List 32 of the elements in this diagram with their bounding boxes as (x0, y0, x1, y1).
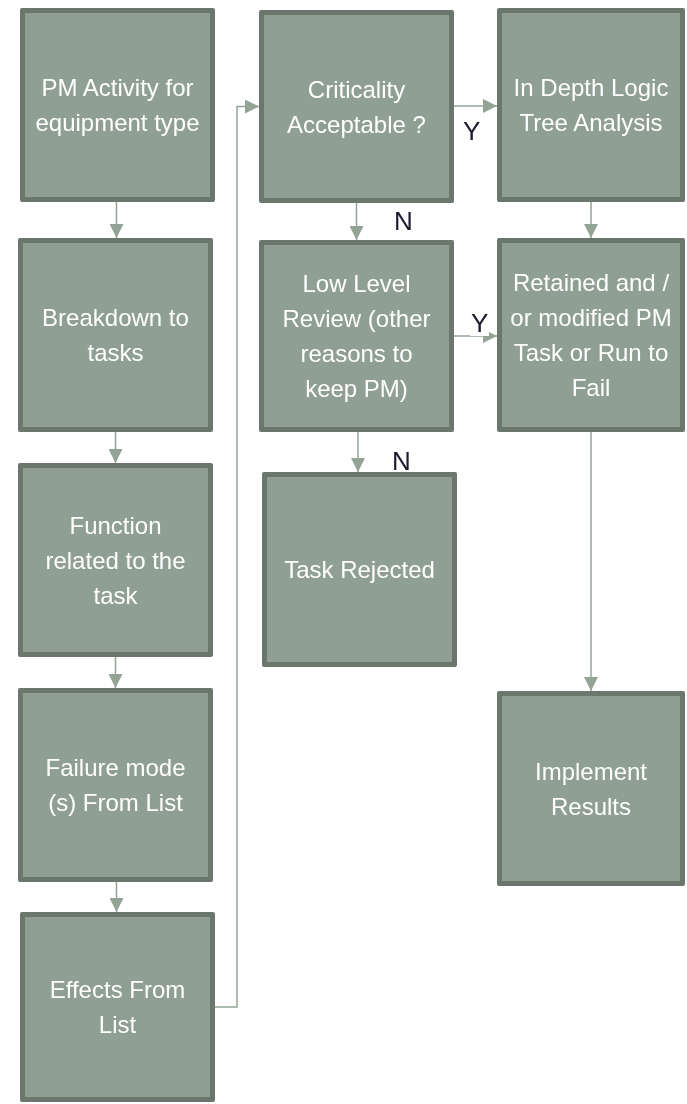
arrow (584, 431, 598, 692)
process-box (20, 8, 215, 202)
box-text: In Depth Logic Tree Analysis (512, 73, 670, 138)
process-box (497, 238, 685, 432)
box-text: Function related to the task (44, 510, 187, 611)
box-text: Criticality Acceptable ? (286, 74, 427, 140)
box-text: PM Activity for equipment type (34, 73, 201, 138)
process-box (497, 8, 685, 202)
box-text: Implement Results (533, 756, 648, 822)
process-box (497, 691, 685, 886)
box-text: Low Level Review (other reasons to keep PM) (281, 269, 432, 404)
box-text: Retained and / or modified PM Task or Run to Fail (510, 268, 672, 403)
process-box (20, 912, 215, 1102)
arrow (584, 201, 598, 239)
arrow (453, 99, 498, 113)
arrow (108, 656, 123, 689)
process-box (18, 238, 213, 432)
process-box (259, 240, 454, 432)
arrow (351, 431, 365, 473)
arrow (214, 99, 260, 1008)
box-text: Failure mode (s) From List (44, 753, 187, 818)
arrow (109, 201, 124, 239)
box-text: Breakdown to tasks (41, 303, 190, 368)
arrow (349, 202, 364, 241)
process-box (259, 10, 454, 203)
box-text: Task Rejected (284, 555, 435, 585)
box-text: Effects From List (48, 975, 187, 1040)
arrow (108, 431, 123, 464)
process-box (18, 688, 213, 882)
process-box (18, 463, 213, 657)
arrow (109, 881, 124, 913)
process-box (262, 472, 457, 667)
